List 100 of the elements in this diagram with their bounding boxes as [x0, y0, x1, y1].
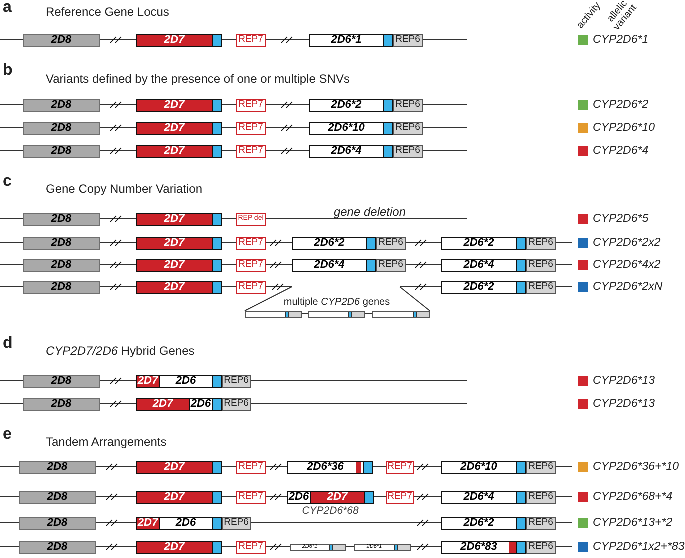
- legend-label: CYP2D6*4x2: [593, 260, 661, 270]
- gene-box: [136, 34, 222, 46]
- gene-label: 2D7: [137, 398, 190, 410]
- gene-label: 2D7: [164, 100, 185, 110]
- gene-label: 2D8: [51, 238, 72, 248]
- gene-label: REP7: [238, 462, 264, 472]
- legend-label: CYP2D6*10: [593, 122, 656, 134]
- gene-box: [309, 34, 393, 46]
- repeat-box: [526, 236, 556, 250]
- gene-label: 2D8: [47, 542, 68, 552]
- gene-label: 2D6: [160, 376, 213, 386]
- gene-box: [19, 540, 96, 554]
- gene-box: [136, 540, 222, 554]
- gene-label: REP6: [396, 123, 420, 133]
- repeat-box: [236, 280, 266, 294]
- repeat-box: [526, 280, 556, 294]
- gene-label: 2D6*1: [331, 34, 362, 46]
- gene-label: 2D8: [51, 34, 72, 46]
- gene-label: 2D7: [311, 492, 365, 502]
- hybrid-gene-box: [287, 490, 374, 504]
- gene-box: [292, 258, 376, 272]
- gene-label: REP6: [528, 518, 554, 528]
- repeat-box: [393, 34, 423, 46]
- gene-box: [23, 280, 100, 294]
- repeat-box: [526, 490, 556, 504]
- gene-label: 2D6*2: [464, 238, 494, 248]
- gene-label: REP6: [528, 462, 554, 472]
- legend-label: CYP2D6*2: [593, 100, 649, 110]
- gene-box: [292, 236, 376, 250]
- gene-box: [23, 212, 100, 226]
- gene-label: 2D8: [51, 398, 72, 410]
- gene-label: 2D8: [47, 492, 68, 502]
- gene-label: 2D6: [190, 398, 213, 410]
- panel-letter: a: [3, 0, 12, 16]
- gene-label: REP7: [238, 238, 264, 248]
- gene-label: REP6: [528, 260, 554, 270]
- legend-label: CYP2D6*2x2: [593, 238, 661, 248]
- gene-label: REP7: [238, 260, 264, 270]
- gene-label: 2D6*4: [331, 146, 362, 156]
- gene-box: [23, 398, 100, 410]
- panel-letter: c: [3, 174, 12, 190]
- gene-label: 2D7: [164, 492, 185, 502]
- gene-label: 2D8: [47, 462, 68, 472]
- gene-label: 2D6*4: [464, 260, 494, 270]
- gene-box: [309, 144, 393, 158]
- gene-label: REP6: [528, 282, 554, 292]
- gene-box: [441, 460, 526, 474]
- gene-label: 2D8: [51, 376, 72, 386]
- gene-box: [136, 236, 222, 250]
- gene-label: 2D7: [164, 34, 185, 46]
- panel-letter: e: [3, 427, 12, 443]
- gene-box: [441, 540, 526, 554]
- gene-box: [136, 98, 222, 112]
- gene-box: [136, 490, 222, 504]
- gene-label: REP7: [238, 282, 264, 292]
- gene-label: REP7: [388, 462, 412, 472]
- repeat-box: [236, 98, 266, 112]
- gene-box: [441, 280, 526, 294]
- gene-label: REP7: [238, 123, 264, 133]
- repeat-box: [376, 236, 406, 250]
- gene-label: 2D6*2: [314, 238, 345, 248]
- gene-label: 2D8: [51, 122, 72, 134]
- section-heading: Reference Gene Locus: [46, 5, 170, 19]
- gene-box: [441, 236, 526, 250]
- gene-label: REP6: [224, 376, 249, 386]
- repeat-box: [236, 236, 266, 250]
- section-heading: Variants defined by the presence of one or multiple SNVs: [46, 72, 350, 86]
- gene-label: 2D7: [164, 462, 185, 472]
- gene-label: 2D6*83: [460, 542, 498, 552]
- repeat-box: [236, 122, 266, 134]
- panel-letter: d: [3, 336, 13, 352]
- repeat-box: [236, 144, 266, 158]
- legend-label: CYP2D6*13: [593, 376, 656, 386]
- gene-label: 2D8: [51, 100, 72, 110]
- repeat-box: [376, 258, 406, 272]
- gene-label: 2D7: [137, 518, 160, 528]
- gene-box: [308, 310, 365, 318]
- gene-label: REP7: [238, 492, 264, 502]
- hybrid-gene-box: [136, 516, 222, 530]
- gene-label: REP6: [528, 238, 554, 248]
- gene-label: 2D6*2: [464, 282, 494, 292]
- legend-label: CYP2D6*36+*10: [593, 462, 679, 472]
- gene-label: 2D8: [51, 146, 72, 156]
- section-heading: Gene Copy Number Variation: [46, 182, 203, 196]
- legend-label: CYP2D6*68+*4: [593, 492, 673, 502]
- repeat-box: [526, 540, 556, 554]
- gene-label: 2D6: [160, 518, 213, 528]
- gene-box: [441, 258, 526, 272]
- gene-label: 2D8: [51, 214, 72, 224]
- legend-label: CYP2D6*2xN: [593, 282, 663, 292]
- repeat-box: [236, 258, 266, 272]
- repeat-box: [393, 98, 423, 112]
- gene-box: [136, 460, 222, 474]
- gene-label: REP6: [378, 238, 404, 248]
- gene-label: 2D6*10: [460, 462, 498, 472]
- gene-box: [23, 258, 100, 272]
- gene-box: [23, 34, 100, 46]
- gene-label: 2D6*10: [328, 122, 365, 134]
- gene-label: 2D6*4: [314, 260, 345, 270]
- section-heading: Tandem Arrangements: [46, 435, 167, 449]
